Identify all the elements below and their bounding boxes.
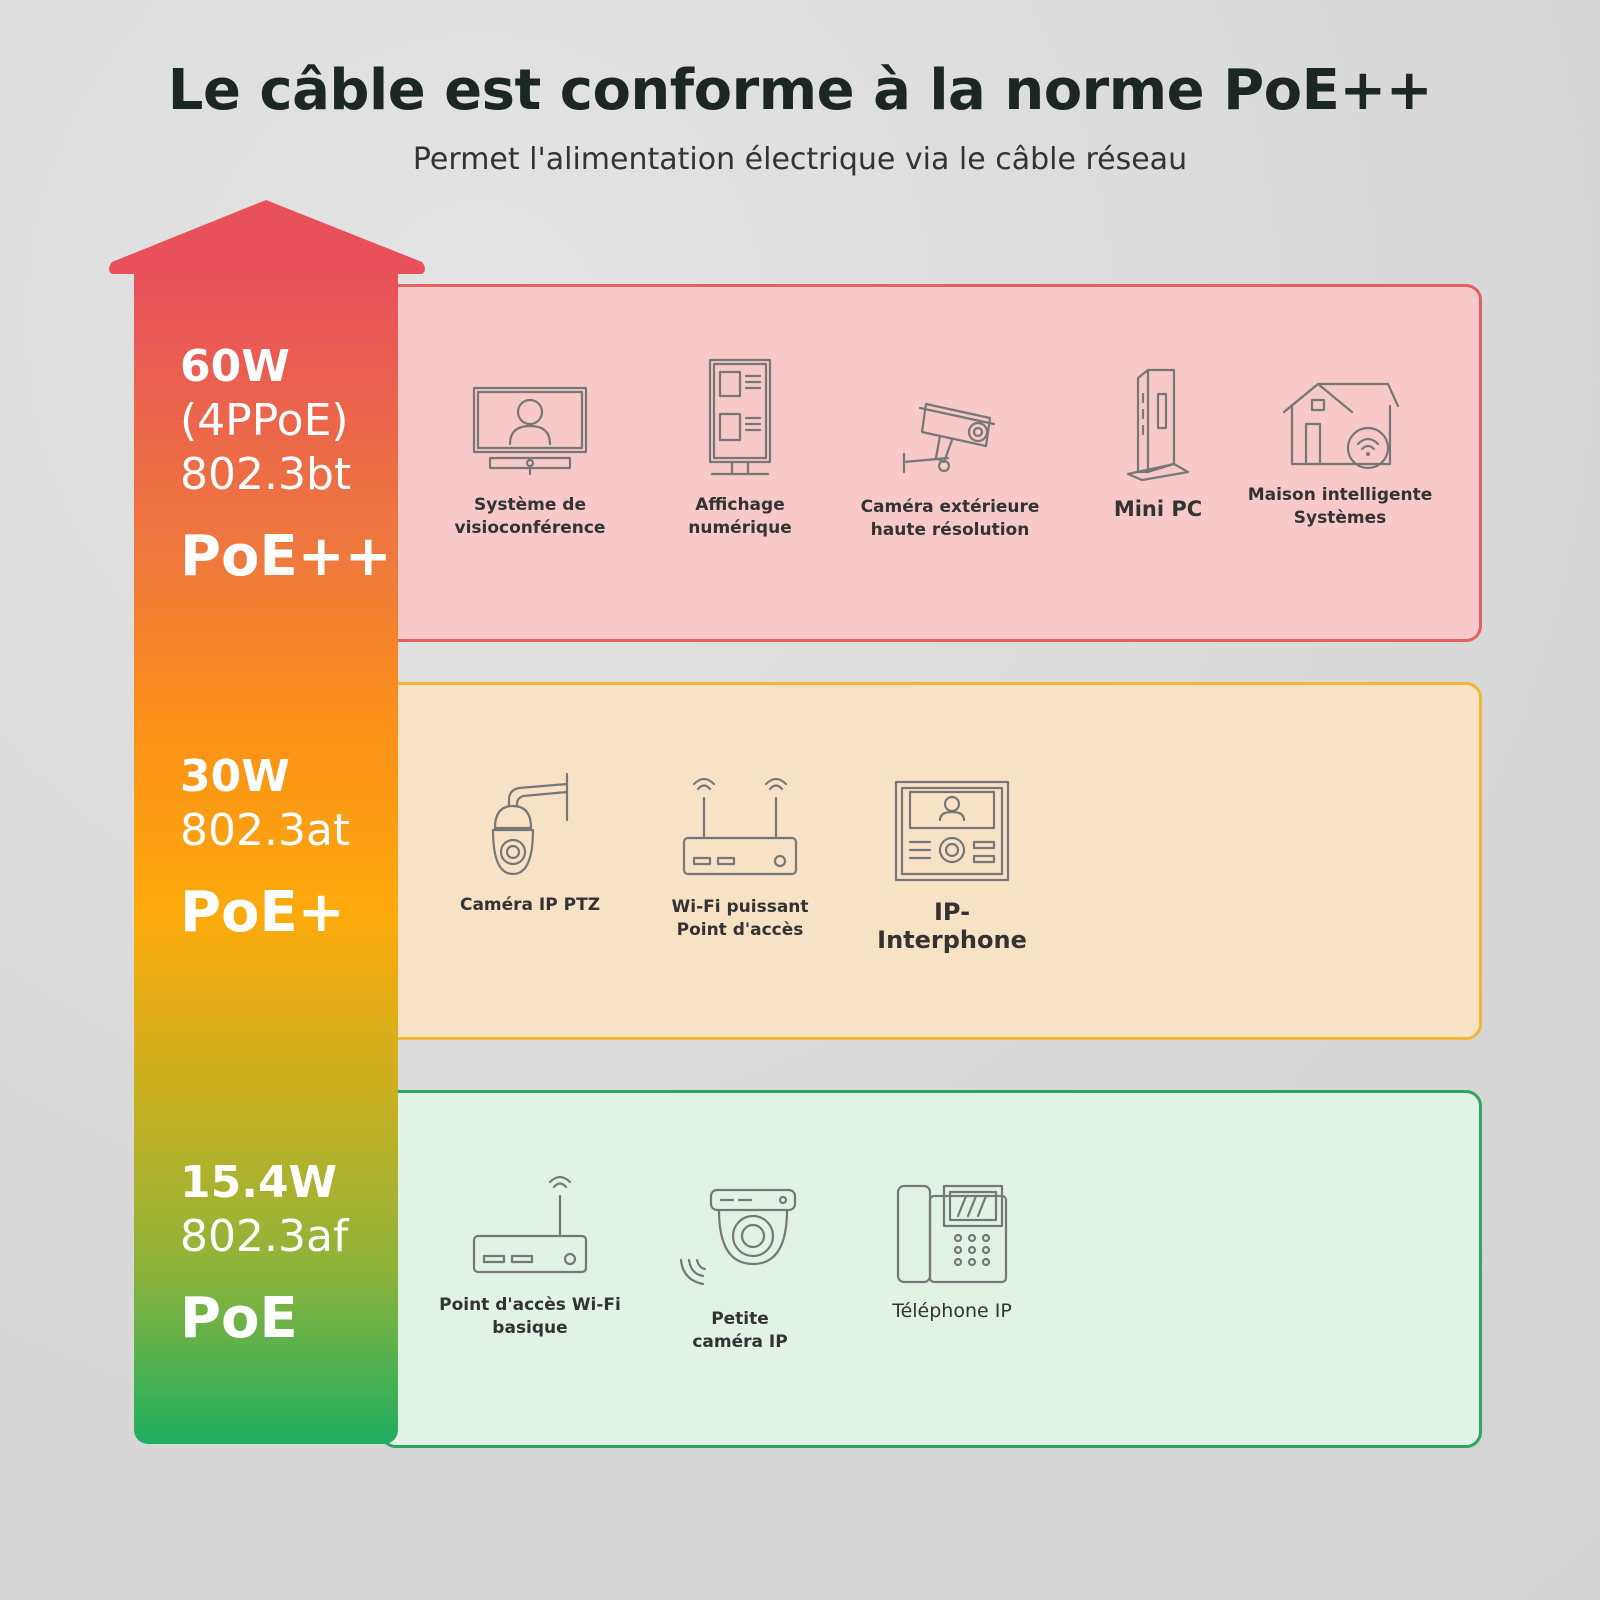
device-label: Système de visioconférence bbox=[454, 495, 606, 538]
intercom-icon bbox=[894, 780, 1010, 882]
tier-power: 60W bbox=[180, 341, 290, 392]
tier-standard: 802.3bt bbox=[180, 449, 352, 500]
page-title: Le câble est conforme à la norme PoE++ bbox=[167, 58, 1433, 123]
page-subtitle: Permet l'alimentation électrique via le … bbox=[412, 142, 1188, 177]
device-access-point: Point d'accès Wi-Fi basique bbox=[430, 1170, 630, 1340]
tier-power: 15.4W bbox=[180, 1157, 338, 1208]
outdoor-camera-icon bbox=[902, 402, 996, 474]
arrow-head-icon bbox=[109, 200, 425, 274]
device-label: Caméra extérieure haute résolution bbox=[860, 497, 1040, 540]
device-outdoor-camera: Caméra extérieure haute résolution bbox=[850, 396, 1050, 542]
device-mini-pc: Mini PC bbox=[1058, 364, 1258, 521]
device-label: Caméra IP PTZ bbox=[459, 895, 601, 915]
tier-label-poe-plus-plus: 60W (4PPoE) 802.3bt PoE++ bbox=[180, 340, 392, 589]
device-intercom: IP- Interphone bbox=[852, 778, 1052, 954]
ptz-camera-icon bbox=[491, 772, 569, 876]
device-wifi-router: Wi-Fi puissant Point d'accès bbox=[640, 772, 840, 942]
device-digital-signage: Affichage numérique bbox=[640, 356, 840, 540]
video-conference-icon bbox=[472, 386, 588, 476]
device-ptz-camera: Caméra IP PTZ bbox=[430, 770, 630, 917]
power-arrow bbox=[134, 270, 398, 1444]
device-label: Affichage numérique bbox=[688, 495, 792, 538]
smart-home-icon bbox=[1282, 382, 1400, 470]
device-smart-home: Maison intelligente Systèmes bbox=[1240, 378, 1440, 530]
digital-signage-icon bbox=[708, 358, 772, 476]
tier-power: 30W bbox=[180, 751, 290, 802]
device-label: IP- Interphone bbox=[877, 898, 1027, 954]
tier-name: PoE++ bbox=[180, 524, 392, 589]
mini-pc-icon bbox=[1126, 368, 1190, 482]
access-point-icon bbox=[472, 1175, 588, 1274]
panel-poe-plus bbox=[380, 682, 1482, 1040]
device-label: Maison intelligente Systèmes bbox=[1247, 485, 1433, 528]
tier-standard-alias: (4PPoE) bbox=[180, 395, 349, 446]
tier-name: PoE bbox=[180, 1286, 298, 1351]
device-video-conference: Système de visioconférence bbox=[430, 384, 630, 540]
dome-camera-icon bbox=[679, 1188, 797, 1286]
tier-name: PoE+ bbox=[180, 880, 345, 945]
ip-phone-icon bbox=[896, 1184, 1008, 1284]
device-label: Petite caméra IP bbox=[692, 1309, 788, 1352]
device-ip-phone: Téléphone IP bbox=[852, 1182, 1052, 1323]
device-label: Téléphone IP bbox=[892, 1300, 1012, 1322]
tier-label-poe: 15.4W 802.3af PoE bbox=[180, 1156, 348, 1351]
device-dome-camera: Petite caméra IP bbox=[640, 1184, 840, 1354]
device-label: Mini PC bbox=[1113, 497, 1203, 521]
tier-label-poe-plus: 30W 802.3at PoE+ bbox=[180, 750, 350, 945]
tier-standard: 802.3at bbox=[180, 805, 351, 856]
device-label: Point d'accès Wi-Fi basique bbox=[439, 1295, 621, 1338]
device-label: Wi-Fi puissant Point d'accès bbox=[671, 897, 809, 940]
wifi-router-icon bbox=[682, 777, 798, 876]
tier-standard: 802.3af bbox=[180, 1211, 349, 1262]
